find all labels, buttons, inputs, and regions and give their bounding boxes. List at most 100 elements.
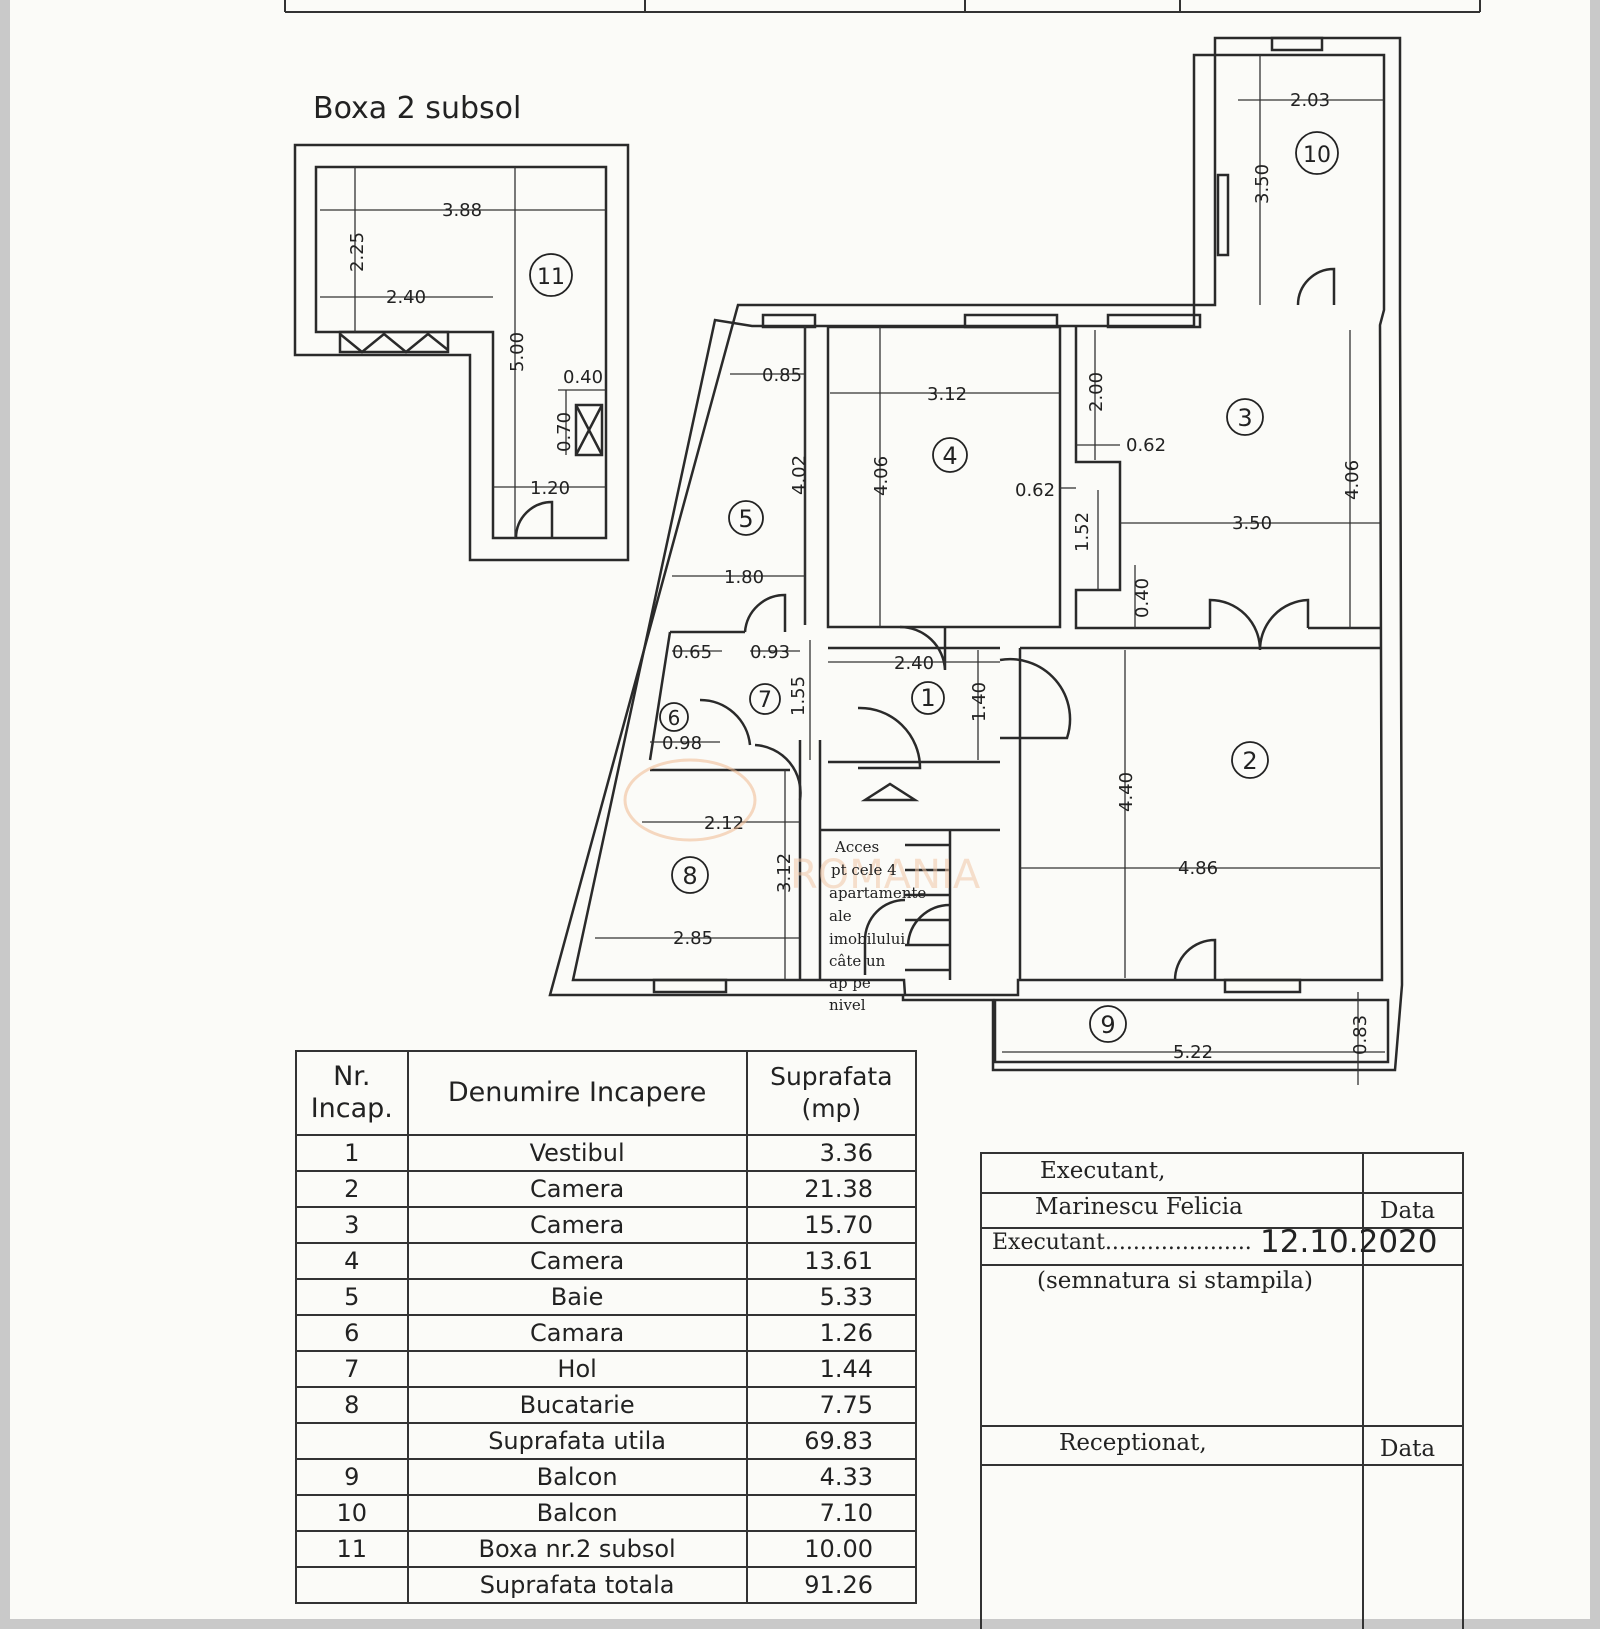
dim-4-06-room4: 4.06 [871,456,892,496]
room-marker-9: 9 [1100,1011,1115,1039]
dim-2-40-storage: 2.40 [386,287,426,308]
dim-1-20: 1.20 [530,478,570,499]
room-area-cell: 1.26 [745,1314,918,1352]
dim-0-65: 0.65 [672,642,712,663]
dim-4-40: 4.40 [1116,772,1137,812]
room-number-cell: 2 [295,1170,409,1208]
dim-0-62-room4: 0.62 [1015,480,1055,501]
header-room-name: Denumire Incapere [406,1050,748,1136]
receptionat-label: Receptionat, [1059,1430,1207,1456]
dim-4-86: 4.86 [1178,858,1218,879]
room-name-cell: Vestibul [406,1134,748,1172]
access-note-line-7: ap pe [829,974,871,992]
room-marker-6: 6 [668,706,681,730]
room-area-cell: 91.26 [745,1566,918,1604]
apartment-walls [548,36,1404,1072]
dimension-values: 2.03 3.50 3.88 2.25 2.40 5.00 0.40 0.70 … [347,90,1371,1063]
room-name-cell: Bucatarie [406,1386,748,1424]
room-area-cell: 3.36 [745,1134,918,1172]
room-name-cell: Baie [406,1278,748,1316]
room-number-cell: 3 [295,1206,409,1244]
room-marker-8: 8 [682,862,697,890]
room-name-cell: Camera [406,1170,748,1208]
signature-box: Executant, Marinescu Felicia Data Execut… [980,1152,1464,1629]
top-table-fragment [284,0,1481,13]
room-name-cell: Suprafata utila [406,1422,748,1460]
dim-2-00: 2.00 [1086,372,1107,412]
room-number-cell [295,1566,409,1604]
data-label-receptionat: Data [1380,1436,1436,1462]
storage-title: Boxa 2 subsol [313,91,521,126]
document-page: Boxa 2 subsol [10,0,1590,1629]
room-number-cell: 9 [295,1458,409,1496]
room-marker-10: 10 [1303,143,1331,168]
dim-0-93: 0.93 [750,642,790,663]
room-marker-numbers: 1 2 3 4 5 6 7 8 9 10 11 [537,143,1331,1039]
data-label-executant: Data [1380,1198,1436,1224]
room-area-cell: 7.10 [745,1494,918,1532]
header-area: Suprafata(mp) [745,1050,918,1136]
dim-4-02: 4.02 [789,455,810,495]
dim-0-40-room3: 0.40 [1132,578,1153,618]
dim-2-25: 2.25 [347,232,368,272]
room-number-cell: 7 [295,1350,409,1388]
dim-3-50-balcony: 3.50 [1252,164,1273,204]
table-header-row: Nr.Incap. Denumire Incapere Suprafata(mp… [295,1050,918,1136]
dim-0-70: 0.70 [554,412,575,452]
room-marker-7: 7 [758,688,772,713]
execution-date: 12.10.2020 [1260,1224,1438,1260]
room-marker-circles [529,131,1339,1043]
room-area-cell: 21.38 [745,1170,918,1208]
dim-0-62-room3: 0.62 [1126,435,1166,456]
dim-2-85: 2.85 [673,928,713,949]
room-marker-1: 1 [920,684,935,712]
access-note-line-1: Acces [834,838,879,856]
dim-5-00: 5.00 [507,332,528,372]
executant-signature-line: Executant..................... [992,1230,1252,1255]
room-number-cell: 11 [295,1530,409,1568]
floor-plan: Boxa 2 subsol [284,0,1481,1085]
room-name-cell: Hol [406,1350,748,1388]
executant-label: Executant, [1040,1158,1166,1184]
access-note-line-8: nivel [829,996,866,1014]
executant-name: Marinescu Felicia [1035,1194,1243,1220]
room-marker-5: 5 [738,505,753,533]
watermark: ROMANIA [623,758,981,898]
dim-1-55: 1.55 [788,676,809,716]
access-note: Acces pt cele 4 apartamente ale imobilul… [829,838,926,1014]
dim-0-85: 0.85 [762,365,802,386]
room-number-cell: 5 [295,1278,409,1316]
room-area-cell: 7.75 [745,1386,918,1424]
signature-box-divider [1362,1154,1364,1629]
storage-room-walls [293,143,630,562]
access-note-line-6: câte un [829,952,886,970]
dim-1-40: 1.40 [969,682,990,722]
room-name-cell: Camara [406,1314,748,1352]
room-area-cell: 4.33 [745,1458,918,1496]
dim-3-50-room3: 3.50 [1232,513,1272,534]
room-name-cell: Camera [406,1206,748,1244]
header-room-number: Nr.Incap. [295,1050,409,1136]
room-marker-2: 2 [1242,747,1257,775]
room-area-cell: 1.44 [745,1350,918,1388]
room-number-cell [295,1422,409,1460]
signature-stamp-note: (semnatura si stampila) [1037,1268,1313,1294]
room-number-cell: 4 [295,1242,409,1280]
dim-1-52: 1.52 [1072,512,1093,552]
access-note-line-3: apartamente [829,884,926,902]
access-note-line-5: imobilului [829,930,905,948]
room-area-cell: 15.70 [745,1206,918,1244]
room-area-table: Nr.Incap. Denumire Incapere Suprafata(mp… [295,1050,918,1604]
dim-3-12-room4: 3.12 [927,384,967,405]
dim-2-12: 2.12 [704,813,744,834]
